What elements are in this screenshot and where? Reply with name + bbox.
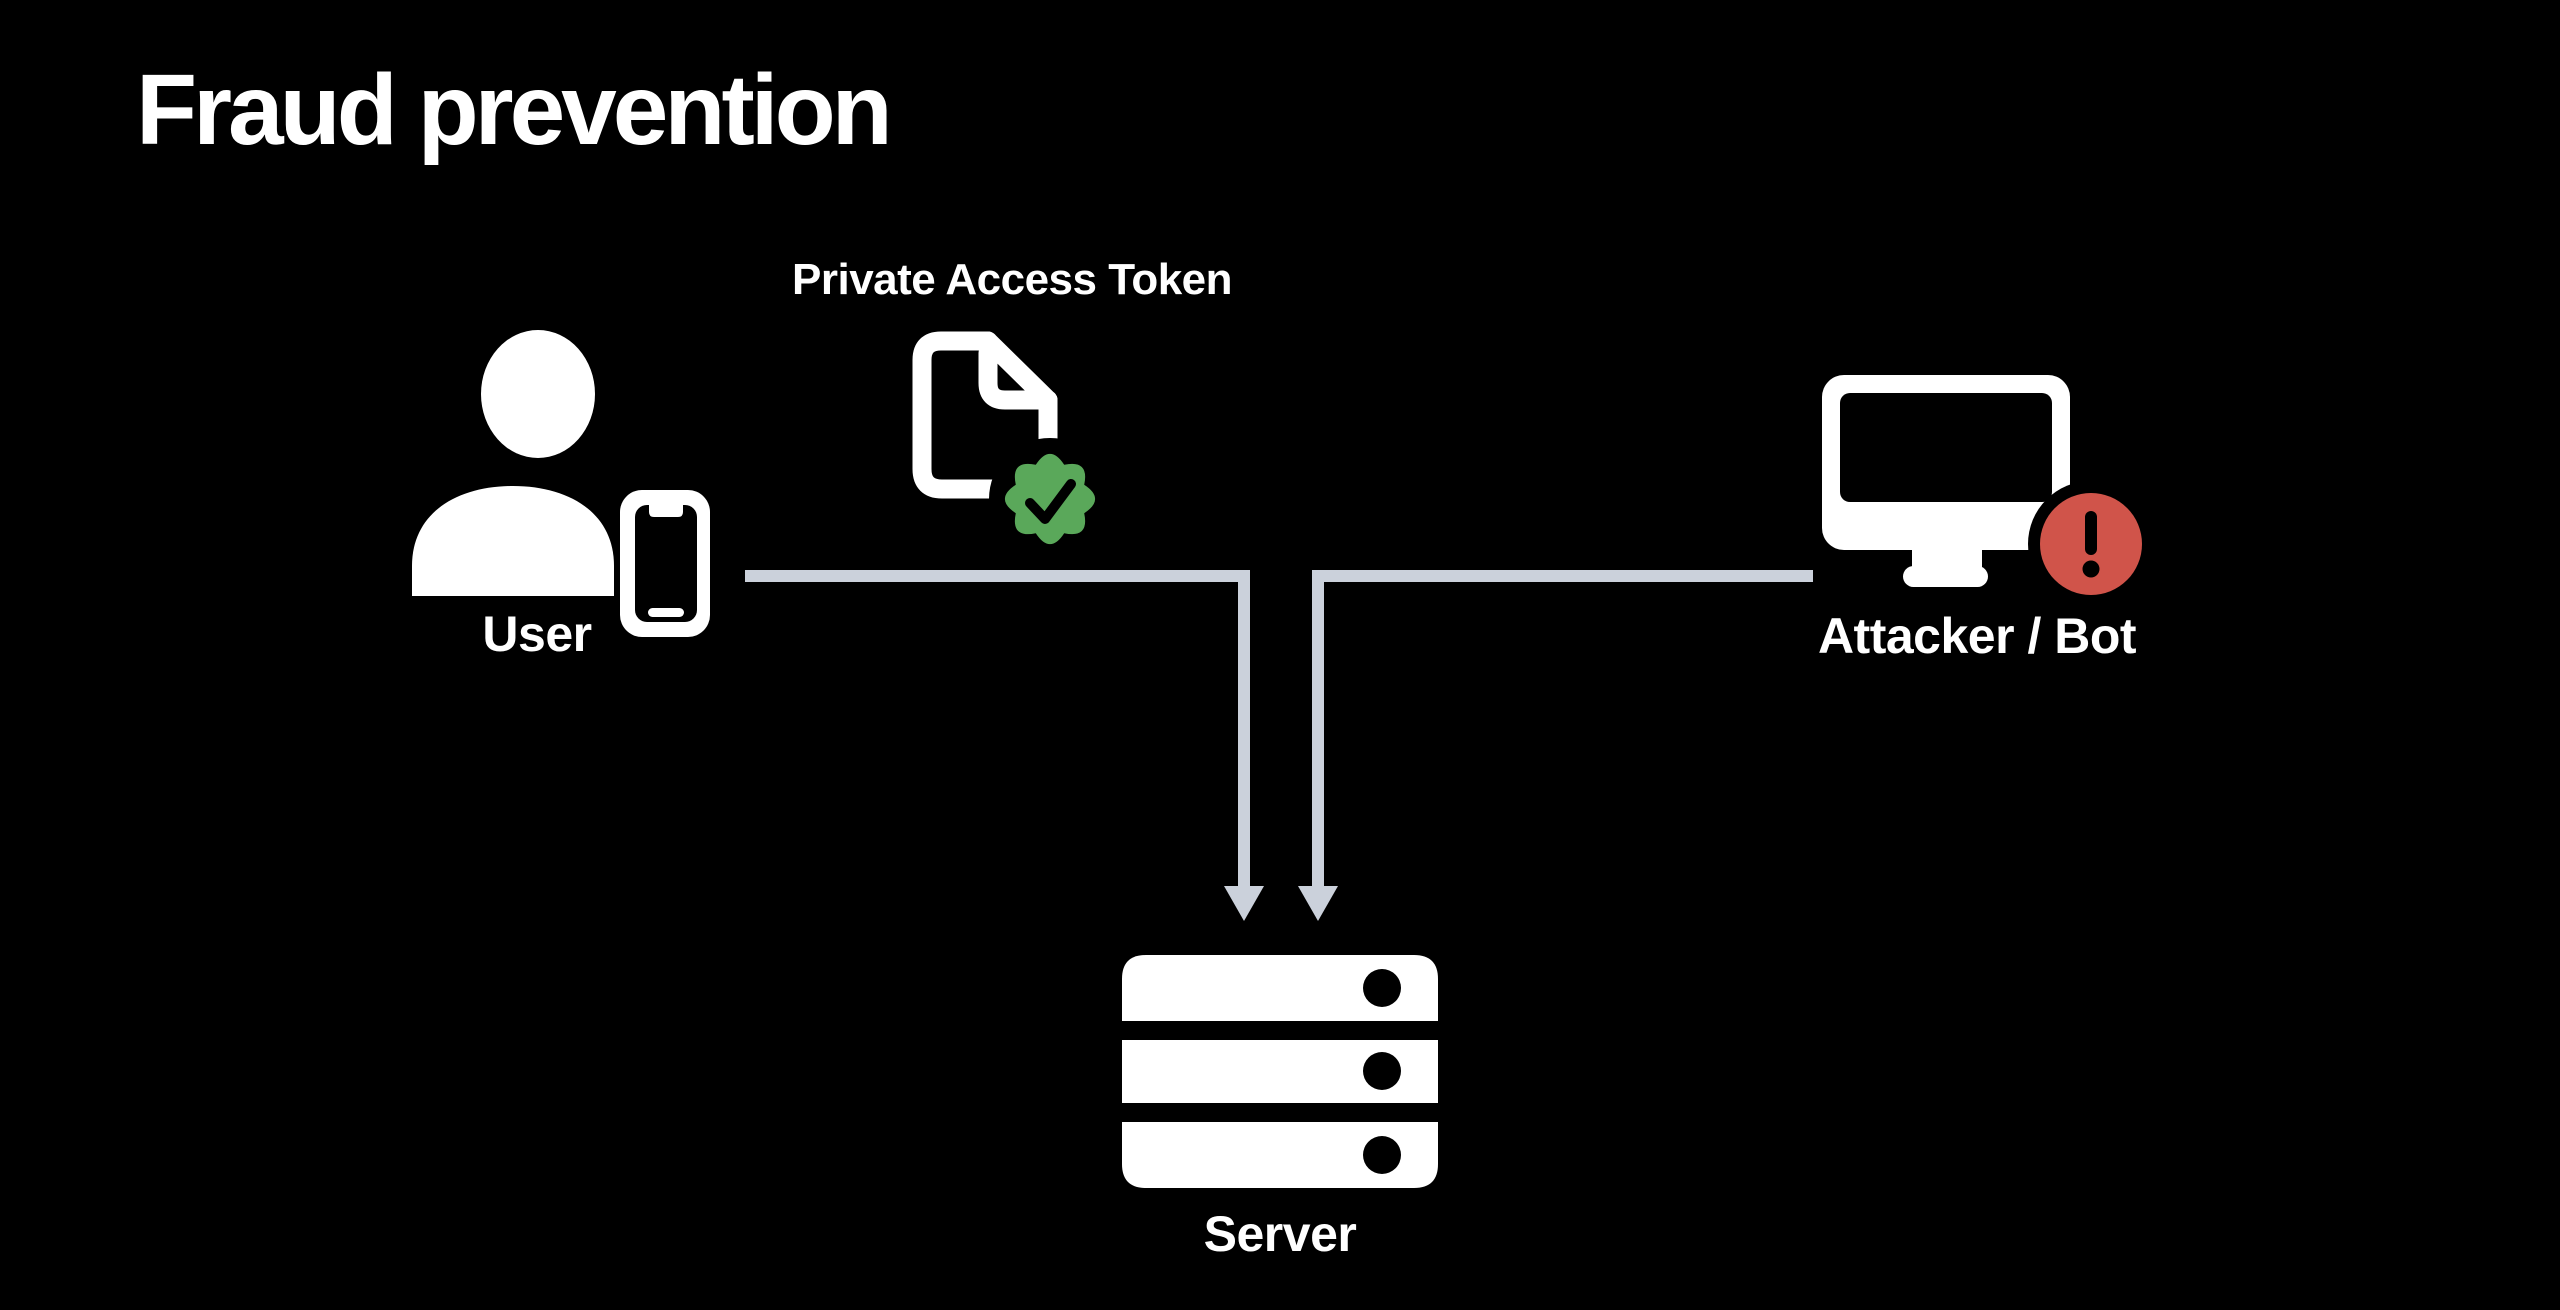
- verified-seal-icon: [1004, 453, 1096, 545]
- document-icon: [912, 331, 1058, 499]
- exclamation-bar: [2085, 511, 2097, 555]
- monitor-screen: [1840, 393, 2052, 502]
- server-label: Server: [1203, 1206, 1357, 1262]
- token-label: Private Access Token: [792, 255, 1233, 304]
- phone-home-indicator: [648, 608, 684, 617]
- checkmark-icon: [1025, 479, 1076, 524]
- arrowhead-attacker-to-server: [1298, 886, 1338, 921]
- server-led-top: [1363, 969, 1401, 1007]
- document-outline: [912, 331, 1018, 499]
- user-torso: [412, 486, 614, 596]
- phone-notch: [649, 505, 683, 517]
- alert-badge-icon: [2028, 481, 2154, 607]
- server-slab-top: [1122, 955, 1438, 1021]
- monitor-stand-base: [1903, 566, 1988, 587]
- user-connector-horizontal: [745, 570, 1250, 582]
- user-label: User: [482, 606, 592, 662]
- exclamation-dot: [2082, 560, 2100, 578]
- server-icon: [1122, 955, 1438, 1188]
- page-title: Fraud prevention: [136, 54, 893, 166]
- server-slab-bottom: [1122, 1122, 1438, 1188]
- seal-rosette: [1004, 453, 1096, 545]
- attacker-connector-horizontal: [1312, 570, 1813, 582]
- document-fold-crease: [978, 343, 1058, 410]
- phone-icon: [620, 490, 710, 637]
- user-connector-vertical: [1238, 570, 1250, 888]
- attacker-connector-vertical: [1312, 570, 1324, 888]
- attacker-computer-icon: [1822, 375, 2070, 587]
- phone-screen: [635, 505, 697, 622]
- arrowhead-user-to-server: [1224, 886, 1264, 921]
- document-fold-diagonal: [978, 331, 1058, 410]
- attacker-to-server-connector: [1298, 570, 1813, 921]
- server-led-middle: [1363, 1052, 1401, 1090]
- user-head: [481, 330, 595, 458]
- attacker-label: Attacker / Bot: [1817, 608, 2137, 664]
- server-led-bottom: [1363, 1136, 1401, 1174]
- user-to-server-connector: [745, 570, 1264, 921]
- user-person-icon: [412, 330, 614, 596]
